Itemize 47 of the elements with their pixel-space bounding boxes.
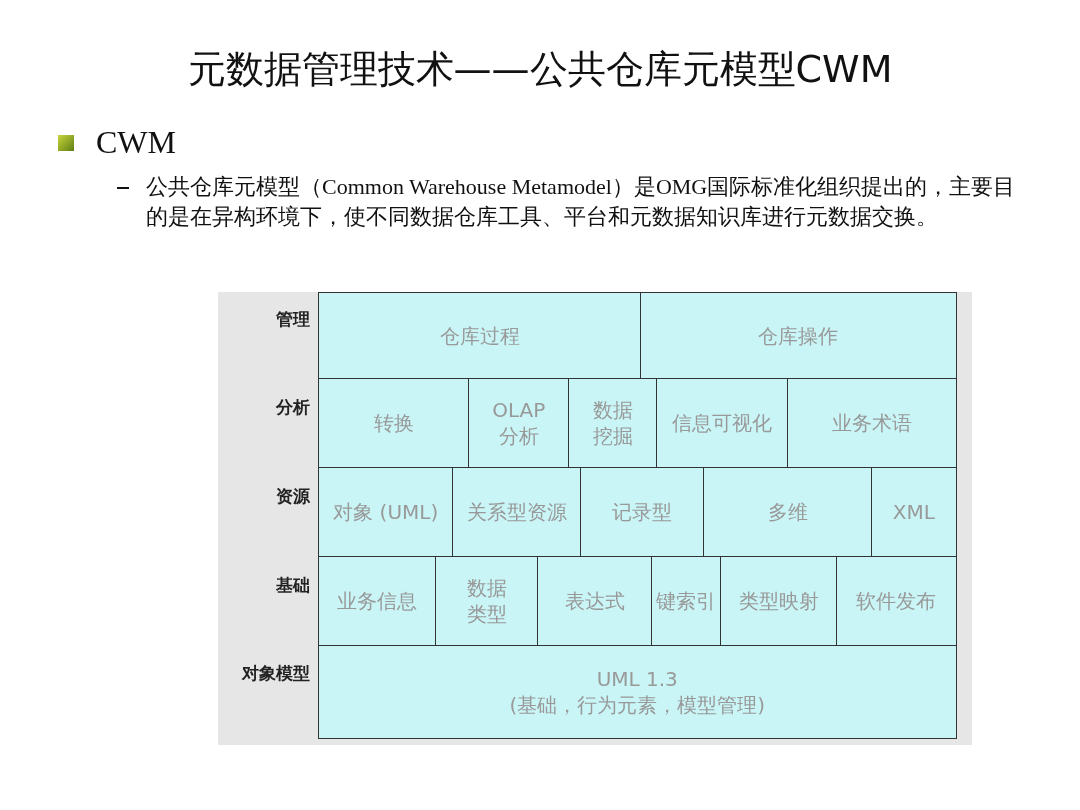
layer-cell [640, 292, 957, 380]
row-label: 基础 [276, 574, 310, 597]
bullet-heading: CWM [96, 124, 176, 161]
slide-title: 元数据管理技术——公共仓库元模型CWM [186, 46, 894, 93]
layer-cell [656, 378, 789, 469]
layer-cell [836, 556, 957, 647]
cell-text: 仓库过程 [439, 322, 520, 349]
cell-text: 软件发布 [856, 588, 937, 615]
cell-text: 类型映射 [738, 588, 819, 615]
layer-cell [452, 467, 582, 558]
cell-text: UML 1.3 [596, 665, 678, 692]
cell-text: 记录型 [612, 499, 673, 526]
cell-text: 数据类型 [465, 575, 508, 628]
layer-cell [568, 378, 658, 469]
layer-cell [720, 556, 838, 647]
cell-text: 关系型资源 [466, 499, 567, 526]
layer-cell [537, 556, 653, 647]
cell-text: 转换 [373, 410, 414, 437]
cell-text: 信息可视化 [672, 410, 773, 437]
cell-text: 对象 (UML) [333, 499, 439, 526]
layer-cell [787, 378, 957, 469]
layer-cell [318, 645, 957, 739]
layer-cell [318, 467, 454, 558]
cell-text: 多维 [767, 499, 808, 526]
cell-text: XML [892, 499, 935, 526]
layer-cell [703, 467, 873, 558]
cell-text: 表达式 [564, 588, 625, 615]
layer-cell [435, 556, 539, 647]
cell-text: OLAP 分析 [491, 397, 547, 450]
layer-cell [318, 378, 470, 469]
row-label: 分析 [276, 396, 310, 419]
layer-cell [580, 467, 705, 558]
layer-cell [871, 467, 957, 558]
layer-cell [318, 556, 437, 647]
row-label: 资源 [276, 485, 310, 508]
cell-text: 仓库操作 [758, 322, 839, 349]
layer-cell [318, 292, 642, 380]
cell-text: 业务术语 [831, 410, 912, 437]
cell-text: 数据挖掘 [591, 397, 634, 450]
row-label: 管理 [276, 308, 310, 331]
row-label: 对象模型 [242, 662, 310, 685]
description-paragraph: 公共仓库元模型（Common Warehouse Metamodel）是OMG国际标准化组织提出的，主要目的是在异构环境下，使不同数据仓库工具、平台和元数据知识库进行元数据交换。 [146, 173, 1017, 232]
cell-text: 键索引 [656, 588, 717, 615]
layer-cell [651, 556, 722, 647]
cell-text: (基础，行为元素，模型管理) [509, 691, 766, 718]
cell-text: 业务信息 [337, 588, 418, 615]
layer-cell [468, 378, 570, 469]
